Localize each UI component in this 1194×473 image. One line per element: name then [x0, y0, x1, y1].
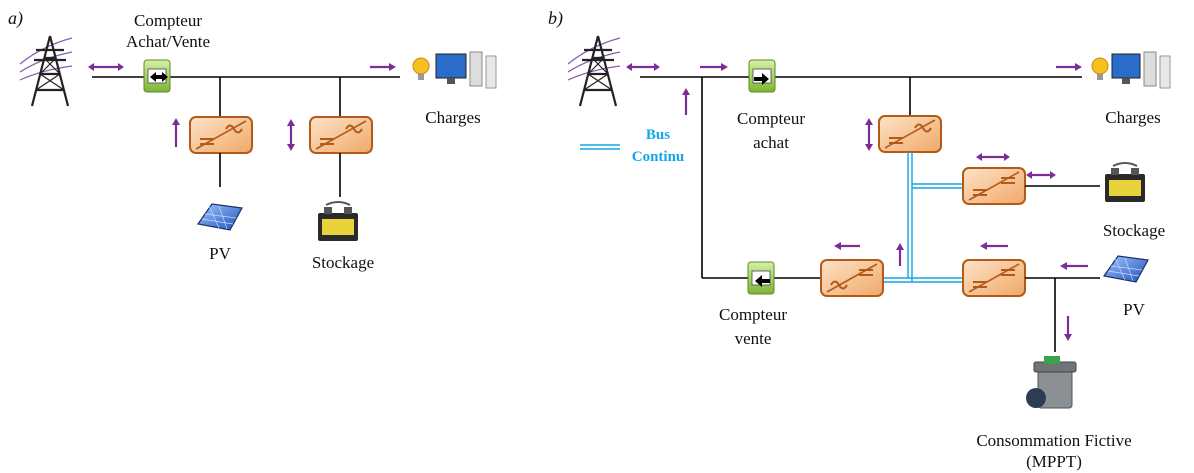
flow-arrow-buy: [700, 63, 728, 71]
battery-icon: [317, 201, 359, 242]
storage-inverter-icon: [309, 116, 373, 154]
panel-b: b) Bus Continu Compteur: [548, 8, 1171, 471]
meter-label-line1: Compteur: [134, 11, 202, 30]
pv-label: PV: [209, 244, 231, 263]
flow-arrow-pv-conv: [980, 242, 1008, 250]
flow-arrow-loads: [370, 63, 396, 71]
pv-inverter-icon: [189, 116, 253, 154]
flow-arrow-dc-up: [896, 243, 904, 266]
bidirectional-arrow-icon: [150, 72, 168, 82]
pv-panel-icon-b: [1103, 255, 1149, 283]
loads-icon: [412, 51, 497, 89]
pv-panel-icon: [197, 203, 243, 231]
sell-meter-label-line2: vente: [735, 329, 772, 348]
loads-icon-b: [1091, 51, 1171, 89]
panel-a: a) Compteur Achat/Vente C: [8, 8, 497, 272]
flow-arrow-storage: [287, 119, 295, 151]
storage-label: Stockage: [312, 253, 374, 272]
flow-arrow-pv-b: [1060, 262, 1088, 270]
dc-bus-label-line1: Bus: [646, 127, 670, 143]
flow-arrow-storage-conv: [976, 153, 1010, 161]
panel-b-label: b): [548, 8, 563, 29]
dc-bus-legend: [580, 144, 620, 150]
buy-meter-label-line1: Compteur: [737, 109, 805, 128]
buy-arrow-icon: [754, 73, 769, 85]
meter-label-line2: Achat/Vente: [126, 32, 210, 51]
fictive-label-line2: (MPPT): [1026, 452, 1082, 471]
sell-arrow-icon: [755, 275, 770, 287]
storage-converter-icon: [962, 167, 1026, 205]
flow-arrow-pv: [172, 118, 180, 147]
grid-pylon-icon-b: [566, 34, 622, 108]
flow-arrow-sell-up: [682, 88, 690, 115]
flow-arrow-main-inverter: [865, 118, 873, 151]
trash-bin-icon: [1026, 356, 1077, 409]
pv-label-b: PV: [1123, 300, 1145, 319]
loads-label: Charges: [425, 108, 480, 127]
dc-bus-label-line2: Continu: [632, 149, 685, 165]
flow-arrow-grid: [88, 63, 124, 71]
grid-pylon-icon: [18, 34, 74, 108]
battery-icon-b: [1104, 162, 1146, 203]
flow-arrow-storage-b: [1026, 171, 1056, 179]
storage-label-b: Stockage: [1103, 221, 1165, 240]
dc-bus: [883, 152, 963, 283]
panel-a-label: a): [8, 8, 23, 29]
flow-arrow-sell-inverter: [834, 242, 860, 250]
flow-arrow-grid-b: [626, 63, 660, 71]
pv-converter-icon: [962, 259, 1026, 297]
buy-meter-label-line2: achat: [753, 133, 789, 152]
loads-label-b: Charges: [1105, 108, 1160, 127]
flow-arrow-fictive: [1064, 316, 1072, 341]
sell-meter-label-line1: Compteur: [719, 305, 787, 324]
sell-inverter-icon: [820, 259, 884, 297]
fictive-label-line1: Consommation Fictive: [976, 431, 1131, 450]
main-inverter-icon: [878, 115, 942, 153]
flow-arrow-loads-b: [1056, 63, 1082, 71]
